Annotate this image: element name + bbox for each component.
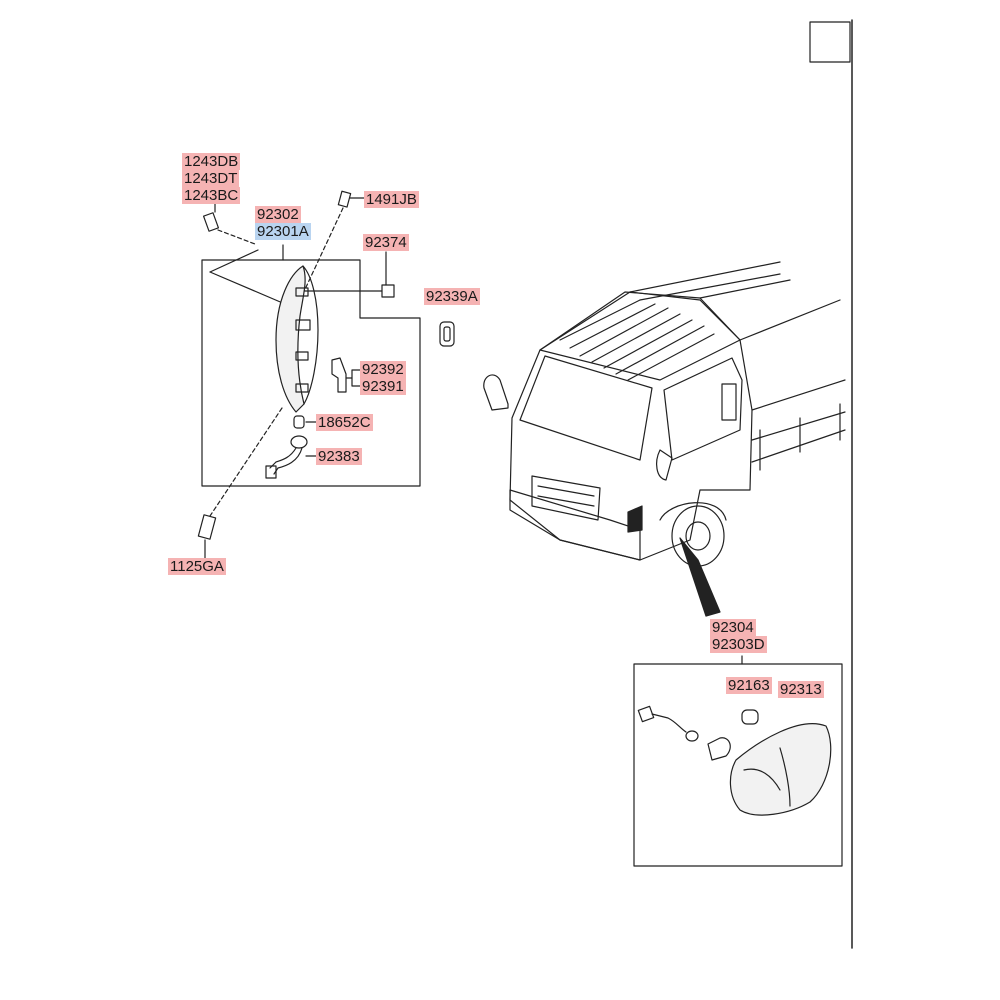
socket-wiring-icon [637,705,699,742]
bolt-1125ga-icon [197,407,283,559]
part-label-18652c[interactable]: 18652C [316,414,373,431]
bulb-icon [707,737,731,761]
grommet-92339a-icon [439,321,455,347]
part-label-1243bc[interactable]: 1243BC [182,187,241,204]
bulb-18652c-icon [293,415,319,429]
bolt-1243-icon [202,199,256,245]
truck-illustration [483,261,846,617]
clip-92374-icon [304,251,395,298]
part-label-92391[interactable]: 92391 [360,378,406,395]
part-label-92301a[interactable]: 92301A [255,223,311,240]
socket-wiring-92383-icon [265,435,319,479]
part-label-92313[interactable]: 92313 [778,681,824,698]
side-marker-lamp-icon [275,265,319,413]
bracket-92392-icon [331,357,361,393]
part-label-1243db[interactable]: 1243DB [182,153,241,170]
part-label-1243dt[interactable]: 1243DT [182,170,240,187]
lens-92313-icon [729,723,832,816]
lamp-assembly-box [201,244,421,487]
page-frame [809,19,853,949]
part-label-92383[interactable]: 92383 [316,448,362,465]
part-label-1491jb[interactable]: 1491JB [364,191,419,208]
turn-lamp-box [633,655,843,867]
part-label-92339a[interactable]: 92339A [424,288,480,305]
bulb-92163-icon [741,709,759,725]
part-label-1125ga[interactable]: 1125GA [168,558,226,575]
part-label-92163[interactable]: 92163 [726,677,772,694]
part-label-92392[interactable]: 92392 [360,361,406,378]
screw-1491jb-icon [299,190,365,301]
part-label-92303d[interactable]: 92303D [710,636,767,653]
part-label-92302[interactable]: 92302 [255,206,301,223]
part-label-92304[interactable]: 92304 [710,619,756,636]
part-label-92374[interactable]: 92374 [363,234,409,251]
